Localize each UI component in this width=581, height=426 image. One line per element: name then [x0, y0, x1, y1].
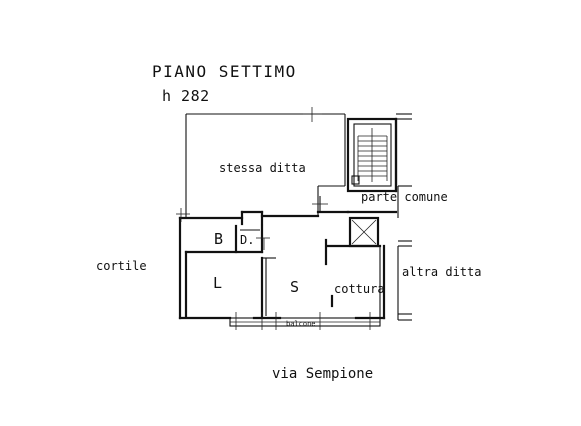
- balcony: [229, 312, 381, 330]
- label-altra-ditta: altra ditta: [402, 265, 481, 279]
- label-parte-comune: parte comune: [361, 190, 448, 204]
- stair-core: [346, 117, 398, 193]
- plan-height-label: h 282: [162, 87, 210, 105]
- label-balcone: balcone: [286, 320, 316, 328]
- label-letto: L: [213, 274, 222, 292]
- outer-walls-right: [394, 113, 412, 321]
- interior-partitions: [184, 216, 382, 318]
- label-stessa-ditta: stessa ditta: [219, 161, 306, 175]
- label-soggiorno: S: [290, 278, 299, 296]
- label-disimpegno: D.: [240, 233, 254, 247]
- label-bagno: B: [214, 230, 223, 248]
- apartment-walls: [178, 196, 398, 320]
- label-cortile: cortile: [96, 259, 147, 273]
- label-cottura: cottura: [334, 282, 385, 296]
- label-street: via Sempione: [272, 366, 373, 382]
- plan-title: PIANO SETTIMO: [152, 62, 297, 81]
- dimension-ticks: [176, 208, 190, 222]
